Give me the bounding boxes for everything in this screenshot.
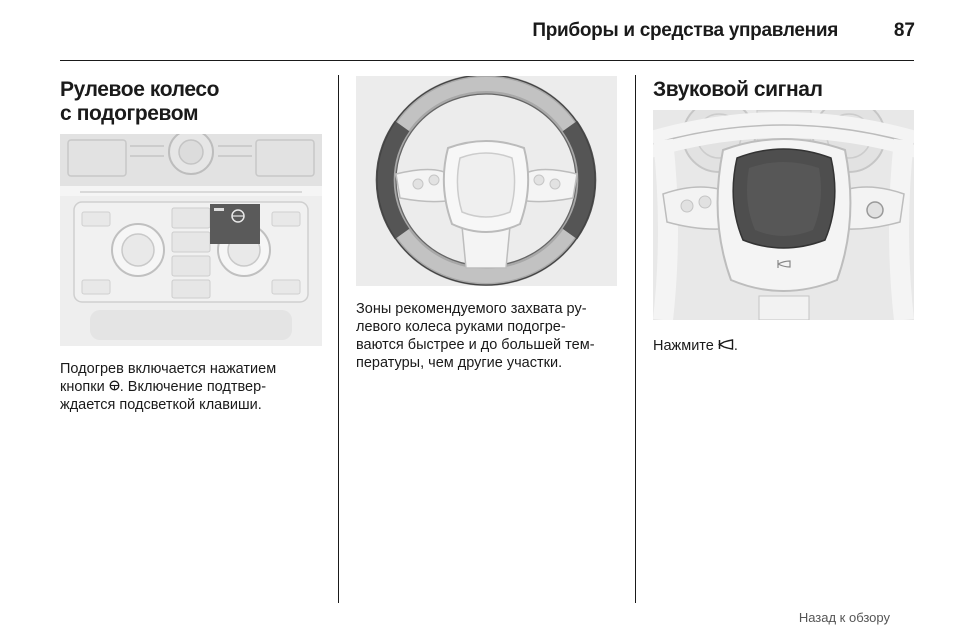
back-to-overview-link[interactable]: Назад к обзору [798, 610, 890, 625]
figure-horn-hub [653, 110, 914, 320]
text-line: пературы, чем другие участки. [356, 355, 563, 371]
text-line: кнопки . Включение подтвер- [60, 378, 330, 396]
heading-line-1: Рулевое колесо [60, 78, 220, 101]
section-heading-heated-wheel: Рулевое колесо с подогревом [60, 78, 330, 126]
text-line: Подогрев включается нажатием [60, 361, 277, 377]
heated-steering-wheel-icon [109, 380, 120, 391]
header-title: Приборы и средства управления [532, 20, 838, 41]
figure-climate-control-panel [60, 134, 322, 346]
text-fragment: . [733, 338, 738, 354]
text-fragment: кнопки [60, 379, 105, 395]
figure-steering-wheel-grip-zones [356, 76, 617, 286]
page-number: 87 [893, 20, 915, 41]
paragraph-heated-wheel: Подогрев включается нажатием кнопки . Вк… [60, 360, 330, 414]
text-fragment: . Включение подтвер- [119, 379, 267, 395]
paragraph-grip-zones: Зоны рекомендуемого захвата ру- левого к… [356, 300, 626, 372]
column-divider-right [635, 75, 636, 603]
text-line: ждается подсветкой клавиши. [60, 397, 262, 413]
column-divider-left [338, 75, 339, 603]
horn-icon [717, 339, 734, 350]
paragraph-horn: Нажмите . [653, 337, 913, 355]
text-fragment: Нажмите [653, 338, 714, 354]
section-heading-horn: Звуковой сигнал [653, 78, 823, 101]
header-divider [60, 60, 914, 61]
text-line: левого колеса руками подогре- [356, 319, 566, 335]
heading-line-2: с подогревом [60, 102, 199, 125]
text-line: Зоны рекомендуемого захвата ру- [356, 301, 587, 317]
text-line: ваются быстрее и до большей тем- [356, 337, 595, 353]
